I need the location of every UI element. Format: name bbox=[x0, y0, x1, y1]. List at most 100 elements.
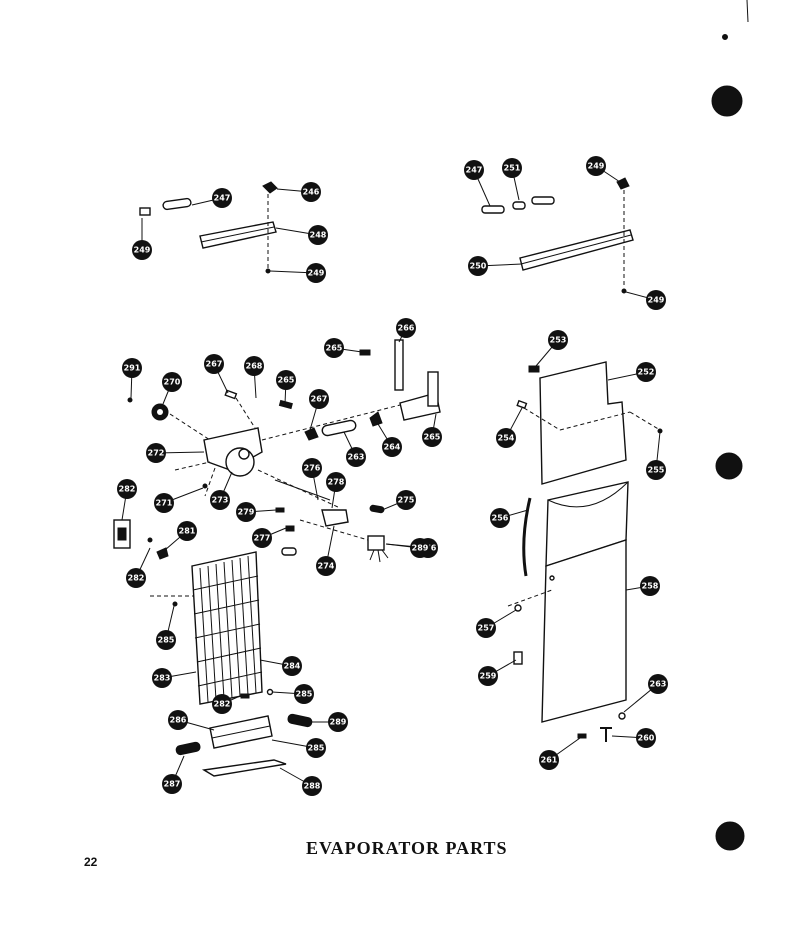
callout-261: 261 bbox=[539, 737, 581, 770]
callout-circle bbox=[328, 712, 348, 732]
callout-circle bbox=[324, 338, 344, 358]
screw bbox=[359, 349, 371, 356]
callout-circle bbox=[326, 472, 346, 492]
switch-plate-slot bbox=[117, 527, 127, 541]
callout-label: 289 bbox=[412, 544, 429, 553]
small-screw bbox=[172, 601, 178, 607]
gasket-strip bbox=[522, 497, 532, 577]
callout-label: 266 bbox=[398, 324, 415, 333]
callout-circle bbox=[410, 538, 430, 558]
washer bbox=[618, 712, 626, 720]
callout-label: 285 bbox=[158, 636, 175, 645]
callout-label: 263 bbox=[348, 453, 365, 462]
callout-circle bbox=[212, 188, 232, 208]
callout-249: 249 bbox=[269, 263, 326, 283]
callout-259: 259 bbox=[478, 659, 517, 686]
shaft-roller bbox=[321, 419, 357, 437]
rail-spacer bbox=[512, 201, 526, 210]
screw bbox=[275, 507, 285, 513]
callout-circle bbox=[548, 330, 568, 350]
evaporator-coil-assembly bbox=[113, 519, 313, 777]
callout-label: 265 bbox=[326, 344, 343, 353]
rail-edge bbox=[200, 226, 275, 243]
callout-label: 263 bbox=[650, 680, 667, 689]
callout-257: 257 bbox=[476, 609, 517, 638]
screw bbox=[528, 365, 540, 373]
callout-label: 265 bbox=[424, 433, 441, 442]
callout-label: 247 bbox=[466, 166, 483, 175]
callout-label: 251 bbox=[504, 164, 521, 173]
callout-258: 258 bbox=[625, 576, 660, 596]
left-upper-rail bbox=[199, 221, 277, 249]
callout-label: 283 bbox=[154, 674, 171, 683]
callout-circle bbox=[646, 290, 666, 310]
callout-289: 289 bbox=[312, 712, 348, 732]
callout-247: 247 bbox=[464, 160, 491, 207]
callout-circle bbox=[236, 502, 256, 522]
callout-252: 252 bbox=[607, 362, 656, 382]
callout-circle bbox=[294, 684, 314, 704]
screw bbox=[285, 525, 295, 532]
clip bbox=[304, 427, 319, 441]
callout-circle bbox=[126, 568, 146, 588]
callout-273: 273 bbox=[210, 471, 233, 510]
callout-circle bbox=[646, 460, 666, 480]
small-screw bbox=[147, 537, 153, 543]
callout-263: 263 bbox=[623, 674, 668, 713]
edge-mark bbox=[746, 0, 749, 23]
callout-266: 266 bbox=[396, 318, 416, 343]
callout-264: 264 bbox=[377, 423, 402, 457]
callout-255: 255 bbox=[646, 431, 666, 480]
callout-label: 250 bbox=[470, 262, 487, 271]
callout-253: 253 bbox=[535, 330, 568, 367]
callout-285: 285 bbox=[271, 738, 326, 758]
rail-screw bbox=[621, 288, 627, 294]
callout-circle bbox=[586, 156, 606, 176]
callout-254: 254 bbox=[496, 407, 523, 448]
coil-fins bbox=[192, 555, 263, 703]
diagram-caption: EVAPORATOR PARTS bbox=[306, 838, 508, 858]
callout-circle bbox=[309, 389, 329, 409]
callout-circle bbox=[302, 458, 322, 478]
callout-label: 267 bbox=[206, 360, 223, 369]
callout-label: 282 bbox=[214, 700, 231, 709]
callout-272: 272 bbox=[146, 443, 205, 463]
drain-heater bbox=[201, 759, 287, 777]
dash-line bbox=[507, 589, 553, 607]
callout-249: 249 bbox=[132, 218, 152, 260]
callout-label: 273 bbox=[212, 496, 229, 505]
callout-label: 256 bbox=[492, 514, 509, 523]
callout-249: 249 bbox=[625, 290, 666, 310]
knob-hub bbox=[157, 409, 163, 415]
callout-267: 267 bbox=[204, 354, 229, 394]
callout-274: 274 bbox=[316, 525, 336, 576]
callout-circle bbox=[156, 630, 176, 650]
callout-circle bbox=[210, 490, 230, 510]
callout-circle bbox=[162, 774, 182, 794]
callout-282: 282 bbox=[126, 547, 151, 588]
fastener bbox=[516, 399, 528, 410]
callout-267: 267 bbox=[309, 389, 329, 431]
rod bbox=[274, 479, 331, 501]
heater-roller bbox=[287, 713, 313, 728]
vertical-rod bbox=[394, 339, 404, 391]
callout-circle bbox=[648, 674, 668, 694]
callout-291: 291 bbox=[122, 358, 142, 399]
callout-271: 271 bbox=[154, 487, 204, 513]
callout-284: 284 bbox=[259, 656, 302, 676]
evaporator-cover-panels bbox=[507, 361, 663, 742]
callout-279: 279 bbox=[236, 502, 277, 522]
cover-fold bbox=[547, 481, 629, 508]
callout-label: 284 bbox=[284, 662, 301, 671]
callout-circle bbox=[502, 158, 522, 178]
callout-285: 285 bbox=[271, 684, 314, 704]
callout-circle bbox=[640, 576, 660, 596]
dash-line bbox=[523, 407, 561, 431]
callout-278: 278 bbox=[326, 472, 346, 509]
callout-label: 286 bbox=[170, 716, 187, 725]
rail-roller-a bbox=[481, 205, 505, 214]
callout-circle bbox=[276, 370, 296, 390]
rail-screw bbox=[265, 268, 271, 274]
callout-circle bbox=[396, 318, 416, 338]
